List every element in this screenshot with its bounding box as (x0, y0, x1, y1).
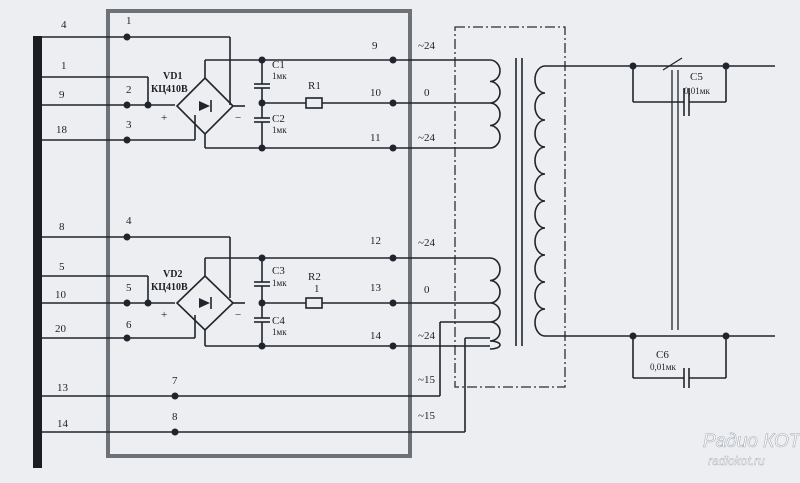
module-outline (106, 9, 412, 458)
capacitor-value: 1мк (272, 71, 287, 81)
polarity-minus: − (235, 309, 241, 321)
watermark-url: radiokot.ru (708, 454, 765, 468)
capacitor-ref: C1 (272, 59, 285, 71)
voltage-label: 0 (424, 284, 430, 296)
left-pin-label: 20 (55, 323, 67, 335)
block-pin-label: 4 (126, 215, 132, 227)
voltage-label: ~24 (418, 132, 435, 144)
capacitor-ref: C6 (656, 349, 669, 361)
transformer-windings (489, 58, 633, 350)
resistor-value: 1 (314, 283, 320, 295)
bridge-rectifier-vd2 (175, 257, 395, 347)
voltage-label: ~15 (418, 374, 435, 386)
junction-dots (123, 33, 730, 436)
block-pin-label: 7 (172, 375, 178, 387)
polarity-plus: + (161, 112, 167, 124)
transformer-outline (454, 26, 566, 388)
capacitor-value: 1мк (272, 327, 287, 337)
bridge-rectifier-vd1 (175, 59, 395, 149)
block-pin-label: 6 (126, 319, 132, 331)
polarity-minus: − (235, 112, 241, 124)
capacitor-value: 1мк (272, 278, 287, 288)
voltage-label: ~24 (418, 237, 435, 249)
left-pin-label: 13 (57, 382, 69, 394)
block-pin-label: 5 (126, 282, 132, 294)
left-wires (42, 36, 466, 433)
watermark-title: Радио КОТ (703, 431, 800, 452)
left-pin-label: 14 (57, 418, 69, 430)
voltage-label: 0 (424, 87, 430, 99)
capacitor-value: 0,01мк (650, 362, 676, 372)
left-bus-bar (33, 36, 42, 468)
right-pin-label: 11 (370, 132, 381, 144)
capacitor-ref: C5 (690, 71, 703, 83)
voltage-labels: ~24 0 ~24 ~24 0 ~24 ~15 ~15 (418, 40, 435, 422)
left-pin-labels: 4 1 9 18 8 5 10 20 13 14 (55, 19, 69, 430)
resistor-ref: R1 (308, 80, 321, 92)
right-pin-label: 10 (370, 87, 382, 99)
block-pin-label: 3 (126, 119, 132, 131)
left-pin-label: 5 (59, 261, 65, 273)
capacitor-ref: C2 (272, 113, 285, 125)
diode-type: КЦ410В (151, 84, 188, 95)
watermark: Радио КОТ radiokot.ru (703, 431, 800, 469)
output-section (632, 57, 775, 388)
right-pin-labels: 9 10 11 12 13 14 (370, 40, 382, 342)
block-pin-label: 8 (172, 411, 178, 423)
block-pin-label: 1 (126, 15, 132, 27)
left-pin-label: 9 (59, 89, 65, 101)
resistor-ref: R2 (308, 271, 321, 283)
voltage-label: ~24 (418, 330, 435, 342)
capacitor-ref: C3 (272, 265, 285, 277)
left-pin-label: 10 (55, 289, 67, 301)
block-pin-label: 2 (126, 84, 132, 96)
capacitor-value: 1мк (272, 125, 287, 135)
left-pin-label: 4 (61, 19, 67, 31)
transformer-leads (395, 59, 490, 347)
right-pin-label: 14 (370, 330, 382, 342)
filter-group-1 (254, 60, 395, 148)
left-pin-label: 1 (61, 60, 67, 72)
voltage-label: ~24 (418, 40, 435, 52)
block-pin-labels: 1 2 3 4 5 6 7 8 (126, 15, 178, 423)
right-pin-label: 9 (372, 40, 378, 52)
right-pin-label: 12 (370, 235, 381, 247)
polarity-plus: + (161, 309, 167, 321)
capacitor-value: 0,01мк (684, 86, 710, 96)
diode-type: КЦ410В (151, 282, 188, 293)
component-labels: VD1 КЦ410В VD2 КЦ410В + − + − C1 1мк C2 … (151, 59, 710, 372)
right-pin-label: 13 (370, 282, 382, 294)
diode-ref: VD2 (163, 269, 182, 280)
left-pin-label: 8 (59, 221, 65, 233)
left-pin-label: 18 (56, 124, 68, 136)
capacitor-ref: C4 (272, 315, 285, 327)
diode-ref: VD1 (163, 71, 182, 82)
voltage-label: ~15 (418, 410, 435, 422)
